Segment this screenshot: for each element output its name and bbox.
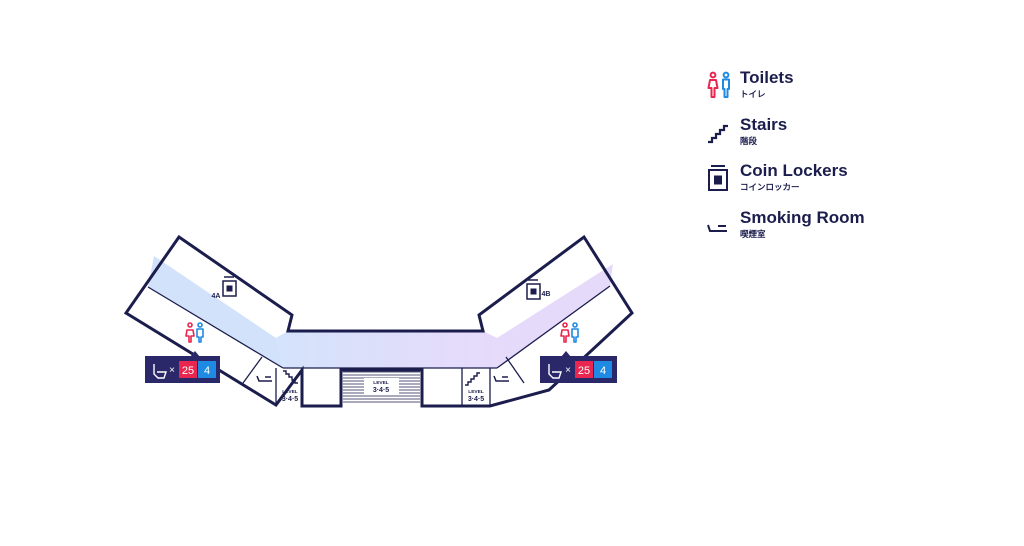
stairs-icon — [708, 124, 728, 143]
legend-sub-smoking-room: 喫煙室 — [740, 228, 766, 239]
stairs-level-label-right: LEVEL — [468, 389, 484, 395]
smoking-room-icon — [707, 224, 727, 232]
legend-label-coin-lockers: Coin Lockers — [740, 161, 848, 180]
female-toilet-count: 25 — [578, 365, 590, 377]
toilets-icon-left[interactable] — [185, 322, 204, 343]
male-toilet-count: 4 — [600, 365, 606, 377]
toilet-bowl-icon — [153, 364, 167, 379]
legend-item-stairs: Stairs 階段 — [705, 115, 985, 162]
stairwell-levels: 3·4·5 — [373, 387, 389, 394]
coin-locker-left[interactable]: 4A — [212, 276, 237, 300]
toilet-count-badge-right: × 25 4 — [540, 351, 617, 383]
legend-label-toilets: Toilets — [740, 68, 794, 87]
coin-locker-icon — [222, 276, 237, 297]
smoking-room-icon-left[interactable] — [256, 375, 272, 382]
female-toilet-count: 25 — [182, 365, 194, 377]
male-toilet-count: 4 — [204, 365, 210, 377]
coin-locker-right[interactable]: 4B — [526, 279, 551, 300]
floor-outline — [123, 234, 634, 408]
smoking-room-icon-right[interactable] — [493, 375, 509, 382]
corridor-left-wing — [148, 256, 283, 368]
stairs-level-label-left: LEVEL — [282, 389, 298, 395]
legend-item-smoking-room: Smoking Room 喫煙室 — [705, 208, 985, 255]
corridor-right-wing — [497, 264, 613, 368]
badge-multiply: × — [565, 365, 571, 376]
badge-multiply: × — [169, 365, 175, 376]
toilets-icon-right[interactable] — [560, 322, 579, 343]
coin-lockers-icon — [708, 165, 728, 191]
toilet-count-badge-left: × 25 4 — [145, 351, 220, 383]
floor-plate — [126, 237, 632, 406]
locker-label-4b: 4B — [542, 291, 551, 298]
stairs-icon-right[interactable] — [465, 372, 480, 386]
stairs-levels-right: 3·4·5 — [468, 396, 484, 403]
toilet-bowl-icon — [548, 364, 562, 379]
coin-locker-icon — [526, 279, 541, 300]
legend-sub-toilets: トイレ — [740, 89, 766, 99]
stairs-icon-left[interactable] — [283, 370, 298, 384]
map-legend: Toilets トイレ Stairs 階段 Coin Lockers コインロッ… — [705, 68, 985, 254]
legend-sub-stairs: 階段 — [740, 135, 758, 146]
legend-label-stairs: Stairs — [740, 114, 788, 134]
stairwell-label-bg — [364, 378, 399, 394]
toilets-icon — [707, 71, 730, 98]
central-stairwell — [343, 371, 420, 403]
legend-item-toilets: Toilets トイレ — [705, 68, 985, 115]
stairs-levels-left: 3·4·5 — [282, 396, 298, 403]
corridor-center — [276, 331, 497, 368]
stairwell-level-label: LEVEL — [373, 380, 389, 386]
legend-item-coin-lockers: Coin Lockers コインロッカー — [705, 161, 985, 208]
locker-label-4a: 4A — [212, 293, 221, 300]
legend-label-smoking-room: Smoking Room — [740, 207, 865, 227]
legend-sub-coin-lockers: コインロッカー — [740, 182, 800, 192]
